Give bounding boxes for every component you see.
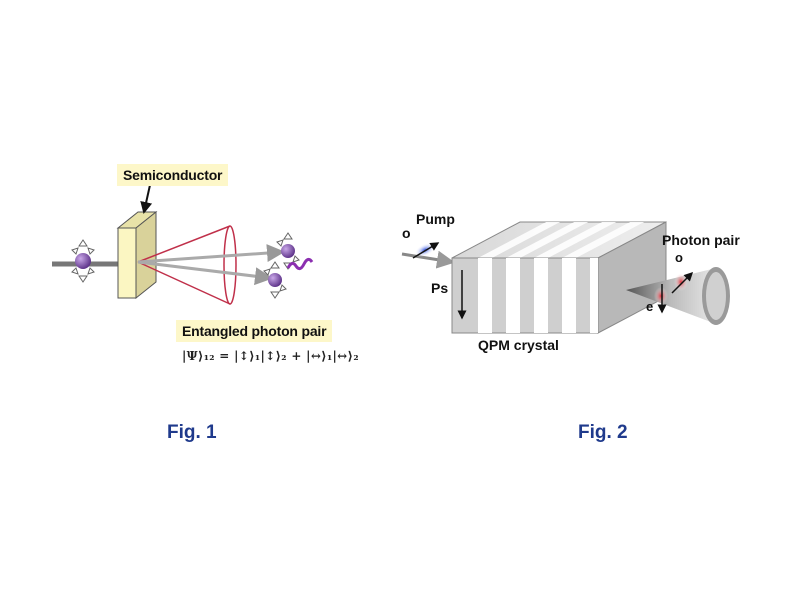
entanglement-wiggle bbox=[286, 257, 314, 271]
pump-polarization-arrow bbox=[412, 242, 440, 259]
entangled-pair-label: Entangled photon pair bbox=[176, 320, 333, 342]
semiconductor-slab bbox=[116, 210, 158, 300]
pump-label: Pump bbox=[416, 211, 455, 227]
photon-pair-label: Photon pair bbox=[662, 232, 740, 248]
ps-label: Ps bbox=[431, 280, 449, 296]
figure1-diagram bbox=[52, 184, 314, 305]
semiconductor-label: Semiconductor bbox=[117, 164, 229, 186]
input-photon-icon bbox=[71, 239, 95, 283]
pump-o-label: o bbox=[402, 225, 411, 241]
qpm-crystal-label: QPM crystal bbox=[478, 337, 559, 353]
emission-cone bbox=[137, 225, 237, 305]
semiconductor-pointer bbox=[140, 184, 153, 214]
fig2-caption: Fig. 2 bbox=[578, 422, 628, 443]
o-label: o bbox=[675, 250, 683, 265]
figure2-diagram bbox=[401, 221, 730, 334]
o-polarization-arrow bbox=[671, 271, 694, 294]
ray-lower bbox=[137, 260, 273, 286]
photon-2-icon bbox=[263, 261, 287, 299]
e-label: e bbox=[646, 299, 654, 314]
ray-upper bbox=[137, 244, 285, 264]
pump-beam bbox=[401, 250, 455, 269]
emission-spot-e bbox=[654, 287, 668, 305]
entanglement-equation: |Ψ⟩₁₂ = |↕⟩₁|↕⟩₂ + |↔⟩₁|↔⟩₂ bbox=[182, 349, 359, 363]
fig1-caption: Fig. 1 bbox=[167, 422, 217, 443]
output-cone bbox=[626, 267, 730, 325]
qpm-crystal bbox=[451, 221, 667, 334]
